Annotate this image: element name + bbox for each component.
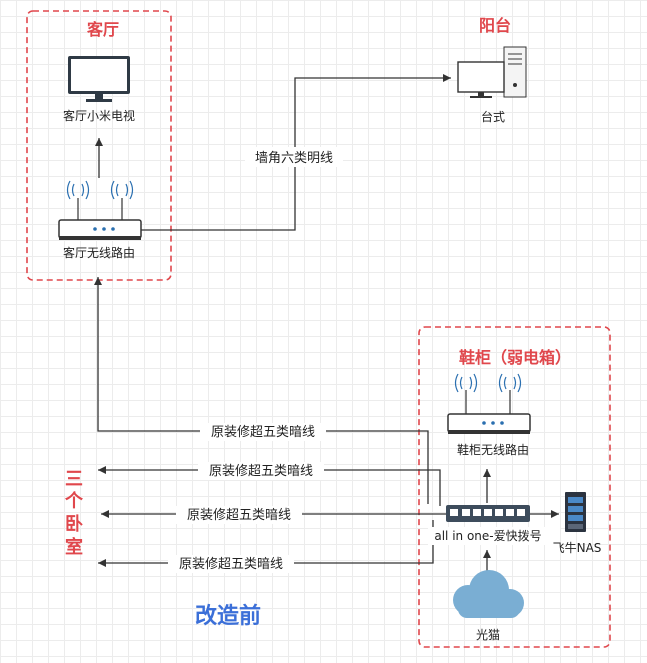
cabinet-router-icon xyxy=(447,373,531,434)
balcony-title: 阳台 xyxy=(479,16,511,35)
living-router-label: 客厅无线路由 xyxy=(63,245,135,260)
hidden-cable-4-label: 原装修超五类暗线 xyxy=(179,557,283,572)
wall-cable-label: 墙角六类明线 xyxy=(255,151,333,166)
wifi-signal-icon xyxy=(454,373,522,393)
hidden-cable-2-label: 原装修超五类暗线 xyxy=(209,464,313,479)
tv-label: 客厅小米电视 xyxy=(63,108,135,123)
svg-text:卧: 卧 xyxy=(65,514,83,535)
shoe-cabinet-zone xyxy=(418,326,611,648)
tv-icon xyxy=(68,56,130,102)
desktop-label: 台式 xyxy=(481,109,505,124)
shoe-cabinet-title: 鞋柜（弱电箱） xyxy=(459,348,571,367)
diagram-caption: 改造前 xyxy=(195,603,261,629)
hidden-cable-1-label: 原装修超五类暗线 xyxy=(211,425,315,440)
svg-text:室: 室 xyxy=(65,536,83,558)
cloud-icon xyxy=(453,570,524,618)
modem-label: 光猫 xyxy=(476,628,500,642)
hidden-cable-3-label: 原装修超五类暗线 xyxy=(187,508,291,523)
cabinet-router-label: 鞋柜无线路由 xyxy=(457,442,529,457)
network-switch-icon xyxy=(446,505,530,522)
bedrooms-label: 三 个 卧 室 xyxy=(64,469,84,558)
living-room-title: 客厅 xyxy=(87,20,119,39)
nas-label: 飞牛NAS xyxy=(553,540,602,555)
nas-server-icon xyxy=(565,492,586,532)
wifi-signal-icon xyxy=(66,180,134,200)
svg-text:个: 个 xyxy=(64,490,84,512)
aio-label: all in one-爱快拨号 xyxy=(434,529,541,543)
living-router-icon xyxy=(58,180,142,240)
desktop-computer-icon xyxy=(457,46,527,98)
svg-text:三: 三 xyxy=(65,469,83,490)
